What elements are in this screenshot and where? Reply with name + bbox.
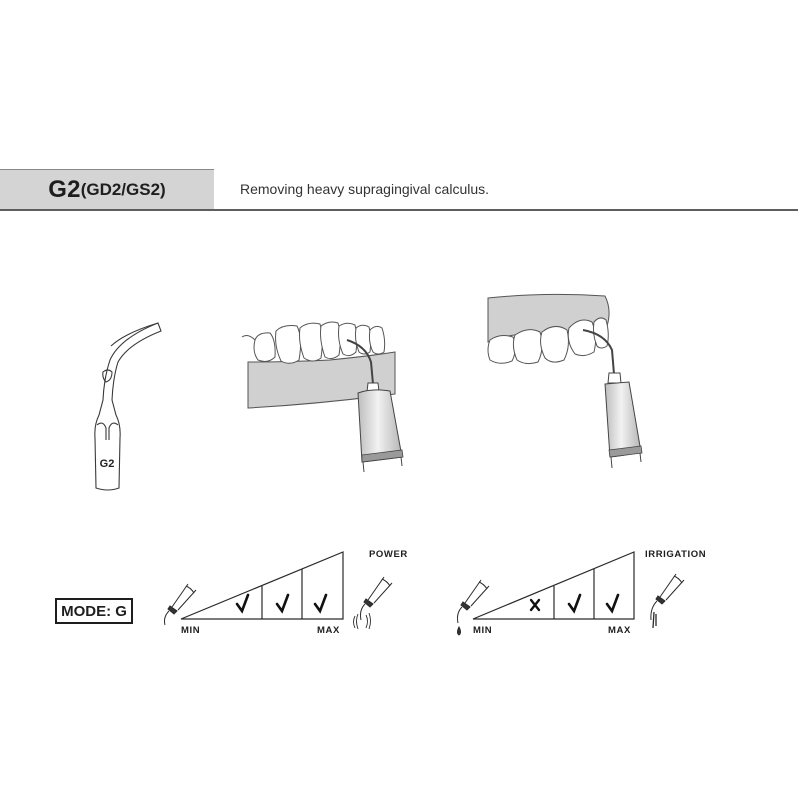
- irrigation-min-label: MIN: [473, 625, 493, 636]
- irrigation-scale: [472, 551, 635, 620]
- model-variants: (GD2/GS2): [80, 180, 166, 199]
- irrigation-level-3-check-icon: [567, 593, 582, 614]
- irrigation-max-label: MAX: [608, 625, 631, 636]
- irrigation-level-2-cross-icon: [529, 598, 541, 612]
- power-title: POWER: [369, 549, 408, 560]
- model-title-box: G2 (GD2/GS2): [0, 169, 214, 210]
- irrigation-min-handpiece-icon: [457, 579, 490, 636]
- upper-teeth-scaling-icon: [487, 293, 643, 469]
- tip-description: Removing heavy supragingival calculus.: [240, 181, 490, 197]
- model-name: G2: [48, 176, 81, 203]
- power-min-handpiece-icon: [164, 583, 197, 626]
- scaler-tip-icon: [94, 322, 162, 491]
- irrigation-max-handpiece-icon: [650, 573, 685, 629]
- power-max-handpiece-icon: [353, 576, 393, 630]
- header-divider: [0, 209, 798, 211]
- power-level-3-check-icon: [275, 593, 290, 614]
- power-min-label: MIN: [181, 625, 201, 636]
- lower-teeth-scaling-icon: [241, 321, 404, 473]
- tip-label: G2: [100, 458, 115, 470]
- irrigation-title: IRRIGATION: [645, 549, 707, 560]
- power-scale: [180, 551, 344, 620]
- irrigation-level-4-check-icon: [605, 593, 620, 614]
- power-level-4-check-icon: [313, 593, 328, 614]
- power-max-label: MAX: [317, 625, 340, 636]
- power-level-2-check-icon: [235, 593, 250, 614]
- mode-badge: MODE: G: [55, 598, 133, 624]
